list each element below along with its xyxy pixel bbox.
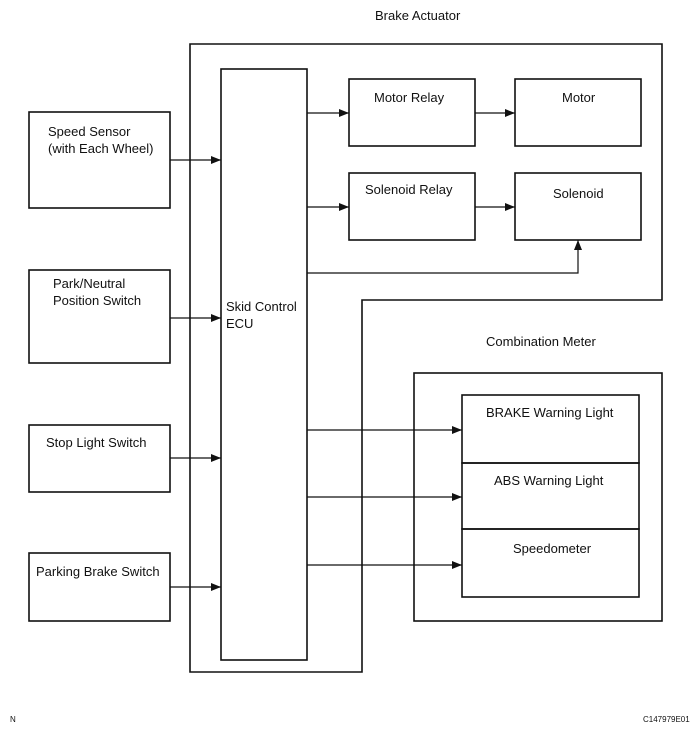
stop-light-switch-box: Stop Light Switch xyxy=(28,424,171,493)
solenoid-relay-box: Solenoid Relay xyxy=(348,172,476,241)
brake-warning-light-box: BRAKE Warning Light xyxy=(461,394,640,464)
svg-text:Solenoid Relay: Solenoid Relay xyxy=(365,182,453,197)
speed-sensor-box: Speed Sensor (with Each Wheel) xyxy=(28,111,171,209)
svg-text:Motor Relay: Motor Relay xyxy=(374,90,445,105)
combination-meter-title: Combination Meter xyxy=(486,334,596,349)
footer-left-mark: N xyxy=(10,715,16,724)
speedometer-box: Speedometer xyxy=(461,528,640,598)
svg-text:Solenoid: Solenoid xyxy=(553,186,604,201)
svg-text:ECU: ECU xyxy=(226,316,253,331)
svg-text:Parking Brake Switch: Parking Brake Switch xyxy=(36,564,160,579)
svg-text:ABS Warning Light: ABS Warning Light xyxy=(494,473,604,488)
brake-actuator-title: Brake Actuator xyxy=(375,8,461,23)
svg-text:(with Each Wheel): (with Each Wheel) xyxy=(48,141,153,156)
motor-box: Motor xyxy=(514,78,642,147)
svg-text:Park/Neutral: Park/Neutral xyxy=(53,276,125,291)
svg-text:Skid Control: Skid Control xyxy=(226,299,297,314)
parking-brake-switch-box: Parking Brake Switch xyxy=(28,552,171,622)
svg-text:Speed Sensor: Speed Sensor xyxy=(48,124,131,139)
solenoid-box: Solenoid xyxy=(514,172,642,241)
park-neutral-position-switch-box: Park/Neutral Position Switch xyxy=(28,269,171,364)
figure-code: C147979E01 xyxy=(643,715,690,724)
svg-text:Motor: Motor xyxy=(562,90,596,105)
svg-text:Position Switch: Position Switch xyxy=(53,293,141,308)
skid-control-ecu-box: Skid Control ECU xyxy=(220,68,308,661)
abs-warning-light-box: ABS Warning Light xyxy=(461,462,640,530)
motor-relay-box: Motor Relay xyxy=(348,78,476,147)
brake-actuator-boundary xyxy=(189,43,663,673)
ecu-to-solenoid-arrow xyxy=(307,240,582,274)
svg-text:Stop Light Switch: Stop Light Switch xyxy=(46,435,146,450)
svg-text:Speedometer: Speedometer xyxy=(513,541,592,556)
svg-text:BRAKE Warning Light: BRAKE Warning Light xyxy=(486,405,614,420)
